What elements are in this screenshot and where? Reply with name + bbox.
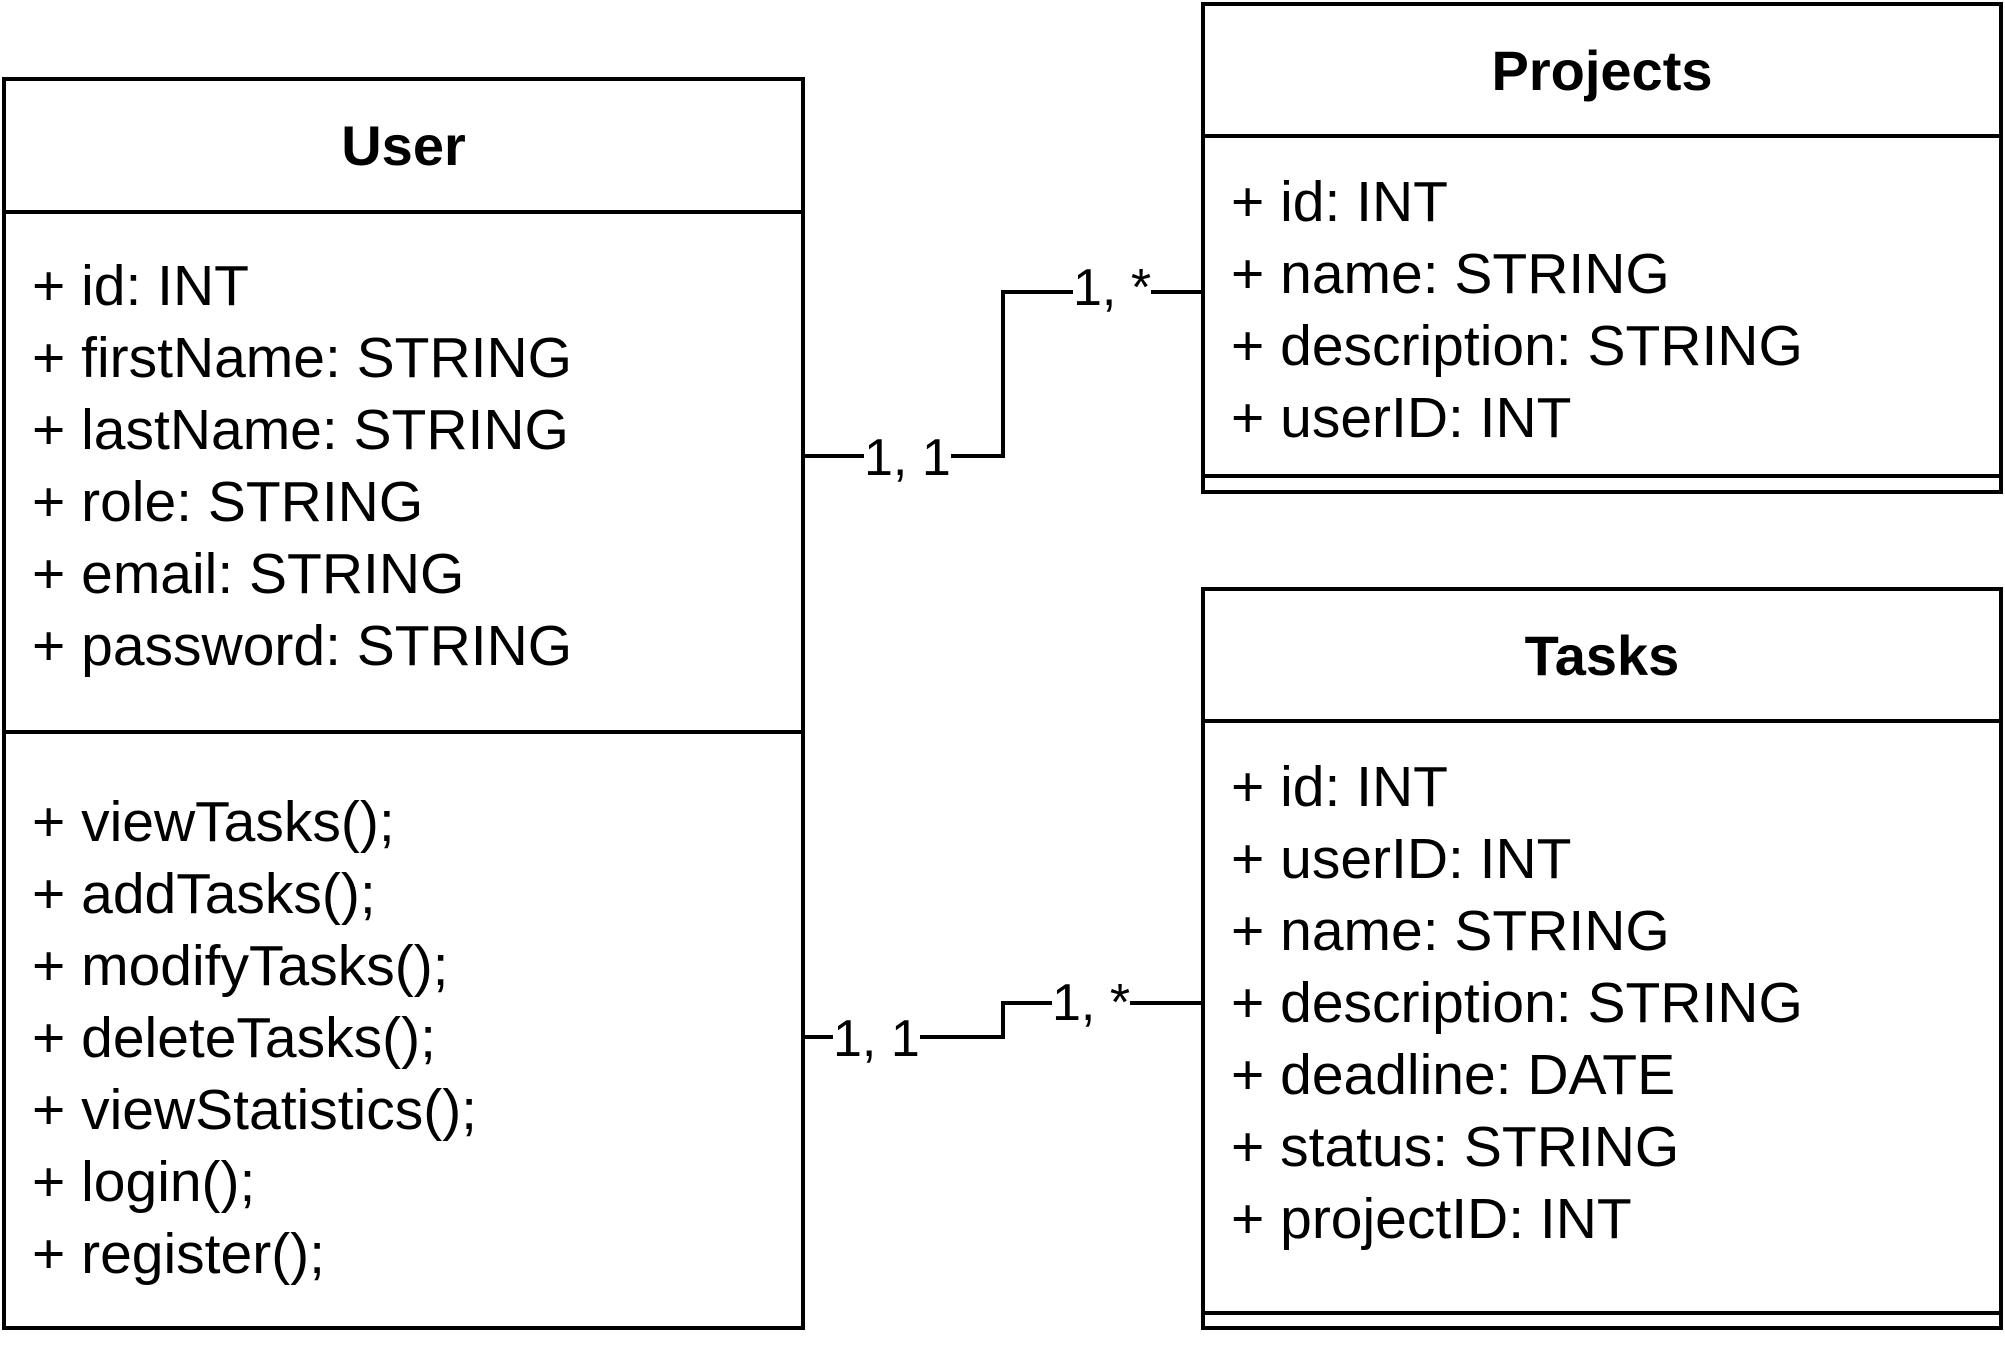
- tasks-attribute: + projectID: INT: [1231, 1187, 1632, 1251]
- projects-attribute: + id: INT: [1231, 170, 1448, 234]
- user-tasks-source-multiplicity: 1, 1: [833, 1010, 920, 1068]
- projects-class-name: Projects: [1205, 6, 1999, 138]
- projects-attributes: + id: INT + name: STRING + description: …: [1205, 138, 1999, 478]
- user-tasks-target-multiplicity: 1, *: [1052, 974, 1131, 1032]
- tasks-class[interactable]: Tasks + id: INT + userID: INT + name: ST…: [1201, 587, 2003, 1330]
- user-method: + deleteTasks();: [32, 1006, 436, 1070]
- user-method: + viewTasks();: [32, 790, 395, 854]
- user-projects-target-multiplicity: 1, *: [1073, 259, 1152, 317]
- user-method: + login();: [32, 1150, 256, 1214]
- tasks-attribute: + name: STRING: [1231, 899, 1670, 963]
- user-method: + viewStatistics();: [32, 1078, 478, 1142]
- tasks-attribute: + status: STRING: [1231, 1115, 1680, 1179]
- projects-attribute: + name: STRING: [1231, 242, 1670, 306]
- user-method: + modifyTasks();: [32, 934, 449, 998]
- user-method: + register();: [32, 1222, 325, 1286]
- user-attribute: + firstName: STRING: [32, 326, 572, 390]
- user-attribute: + email: STRING: [32, 542, 465, 606]
- tasks-attribute: + id: INT: [1231, 755, 1448, 819]
- user-attribute: + id: INT: [32, 254, 249, 318]
- user-attribute: + role: STRING: [32, 470, 424, 534]
- tasks-class-name: Tasks: [1205, 591, 1999, 723]
- projects-attribute: + userID: INT: [1231, 386, 1572, 450]
- user-attribute: + password: STRING: [32, 614, 573, 678]
- tasks-attribute: + deadline: DATE: [1231, 1043, 1676, 1107]
- projects-attribute: + description: STRING: [1231, 314, 1803, 378]
- tasks-attribute: + description: STRING: [1231, 971, 1803, 1035]
- user-attributes: + id: INT + firstName: STRING + lastName…: [6, 214, 801, 734]
- tasks-attribute: + userID: INT: [1231, 827, 1572, 891]
- user-attribute: + lastName: STRING: [32, 398, 569, 462]
- projects-class[interactable]: Projects + id: INT + name: STRING + desc…: [1201, 2, 2003, 494]
- user-class-name: User: [6, 81, 801, 214]
- user-method: + addTasks();: [32, 862, 376, 926]
- user-projects-source-multiplicity: 1, 1: [864, 429, 951, 487]
- tasks-attributes: + id: INT + userID: INT + name: STRING +…: [1205, 723, 1999, 1315]
- user-class[interactable]: User + id: INT + firstName: STRING + las…: [2, 77, 805, 1330]
- user-methods: + viewTasks(); + addTasks(); + modifyTas…: [6, 734, 801, 1290]
